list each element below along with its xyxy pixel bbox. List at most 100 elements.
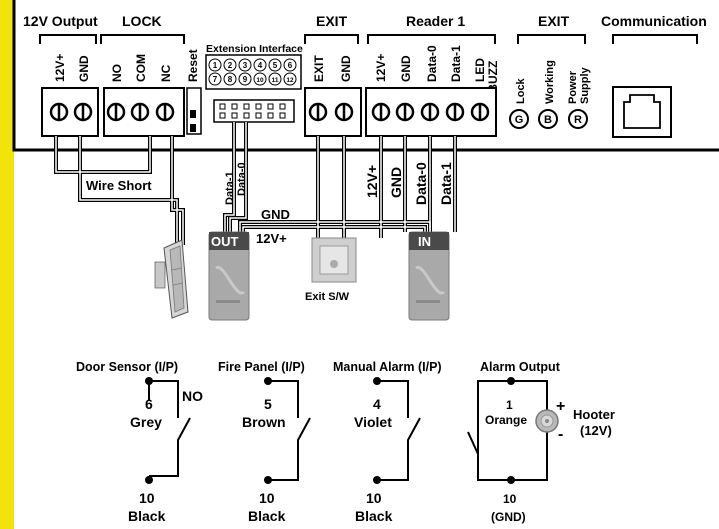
screw-icon-r-data0 (420, 102, 440, 122)
alarm-output-color: Orange (485, 413, 527, 427)
alarm-output-pin: 1 (506, 398, 513, 412)
led-letter-r: R (574, 114, 582, 126)
screw-icon-exit (308, 102, 328, 122)
ext-pin-circle (253, 58, 267, 72)
wire-labels: Wire Short Data-1 Data-0 GND 12V+ 12V+ G… (86, 162, 454, 246)
ext-pin-number: 12 (286, 77, 294, 84)
led-letter-b: B (544, 114, 552, 126)
term-label-exit-gnd: GND (339, 55, 353, 82)
in-reader-label: IN (418, 234, 431, 249)
term-label-r-led: LED (473, 58, 487, 82)
ext-pin-circle (208, 72, 222, 86)
ext-pin-circle (238, 58, 252, 72)
term-label-no: NO (110, 64, 124, 82)
term-label-nc: NC (159, 64, 173, 82)
controller-panel (12, 0, 719, 152)
led-red-icon (568, 109, 588, 129)
out-data1-label: Data-1 (224, 171, 236, 205)
door-sensor-bottom-color: Black (128, 508, 166, 524)
ext-pin-circle (223, 72, 237, 86)
term-label-reset: Reset (186, 49, 200, 82)
ext-connector-pin (243, 112, 250, 119)
alarm-output-bottom-color: (GND) (491, 510, 526, 524)
wire-short-label: Wire Short (86, 178, 152, 193)
term-label-r-12v: 12V+ (374, 54, 388, 82)
manual-alarm-bottom-pin: 10 (366, 490, 382, 506)
ext-connector-pin (219, 112, 226, 119)
header-labels: 12V Output LOCK EXIT Reader 1 EXIT Commu… (23, 13, 707, 29)
hooter-plus: + (556, 398, 565, 415)
ext-pin-circle (268, 72, 282, 86)
screw-icon-com (130, 102, 150, 122)
out-reader-icon (208, 231, 250, 321)
ext-connector-pin (255, 112, 262, 119)
ext-pin-circle (238, 72, 252, 86)
screw-icon-no (106, 102, 126, 122)
header-lock: LOCK (122, 13, 162, 29)
fire-panel-bottom-pin: 10 (259, 490, 275, 506)
header-communication: Communication (601, 13, 707, 29)
term-label-r-data1: Data-1 (449, 45, 463, 82)
led-indicators: Lock Working Power Supply G B R (509, 60, 591, 129)
header-brackets (39, 34, 698, 44)
screw-icon-gnd (73, 102, 93, 122)
exit-switch-icon (311, 237, 357, 283)
ext-pin-number: 6 (288, 61, 293, 70)
in-gnd-label: GND (388, 167, 404, 198)
ext-pin-number: 10 (256, 77, 264, 84)
fire-panel-bottom-color: Black (248, 508, 286, 524)
header-exit-1: EXIT (316, 13, 348, 29)
ext-connector-pin (267, 103, 274, 110)
extension-title: Extension Interface (206, 43, 303, 55)
ext-pin-number: 11 (272, 77, 279, 84)
manual-alarm-title: Manual Alarm (I/P) (333, 360, 442, 374)
door-sensor-title: Door Sensor (I/P) (76, 360, 178, 374)
ext-pin-circle (268, 58, 282, 72)
ext-pin-number: 7 (213, 75, 218, 84)
term-label-r-data0: Data-0 (425, 45, 439, 82)
led-green-icon (509, 109, 529, 129)
in-data1-label: Data-1 (438, 162, 454, 205)
screw-icon-r-12v (371, 102, 391, 122)
alarm-output-title: Alarm Output (480, 360, 561, 374)
door-sensor-bottom-pin: 10 (139, 490, 155, 506)
ext-connector-pin (243, 103, 250, 110)
screw-icon-exit-gnd (334, 102, 354, 122)
hooter-icon (535, 409, 559, 433)
led-blue-icon (538, 109, 558, 129)
ext-connector-pin (231, 112, 238, 119)
out-reader-label: OUT (211, 234, 239, 249)
fire-panel-color: Brown (242, 414, 286, 430)
header-exit-2: EXIT (538, 13, 570, 29)
reset-switch (186, 87, 202, 135)
in-reader-icon (408, 231, 450, 321)
hooter-label: Hooter (573, 407, 615, 422)
ext-connector-pin (279, 103, 286, 110)
screw-terminals (49, 102, 490, 122)
screw-icon-12v (49, 102, 69, 122)
screw-icon-r-led (470, 102, 490, 122)
screw-icon-nc (155, 102, 175, 122)
manual-alarm-bottom-color: Black (355, 508, 393, 524)
in-data0-label: Data-0 (413, 162, 429, 205)
term-label-exit: EXIT (312, 55, 326, 82)
led-letter-g: G (515, 114, 524, 126)
manual-alarm-pin: 4 (373, 396, 381, 412)
in-12v-label: 12V+ (364, 165, 380, 198)
led-label-lock: Lock (515, 77, 527, 104)
term-label-r-gnd: GND (399, 55, 413, 82)
alarm-output-bottom-pin: 10 (503, 492, 517, 506)
ext-connector-pin (267, 112, 274, 119)
extension-connector (213, 99, 295, 123)
ext-pin-circle (253, 72, 267, 86)
ext-pin-number: 4 (258, 61, 263, 70)
screw-icon-r-data1 (445, 102, 465, 122)
communication-port-icon (612, 86, 672, 138)
v12-wire-label: 12V+ (256, 231, 287, 246)
ext-pin-circle (223, 58, 237, 72)
hooter-voltage: (12V) (580, 423, 612, 438)
exit-switch-label: Exit S/W (305, 291, 350, 303)
ext-pin-circle (283, 72, 297, 86)
terminal-labels: 12V+ GND NO COM NC Reset EXIT GND 12V+ G… (53, 45, 500, 96)
